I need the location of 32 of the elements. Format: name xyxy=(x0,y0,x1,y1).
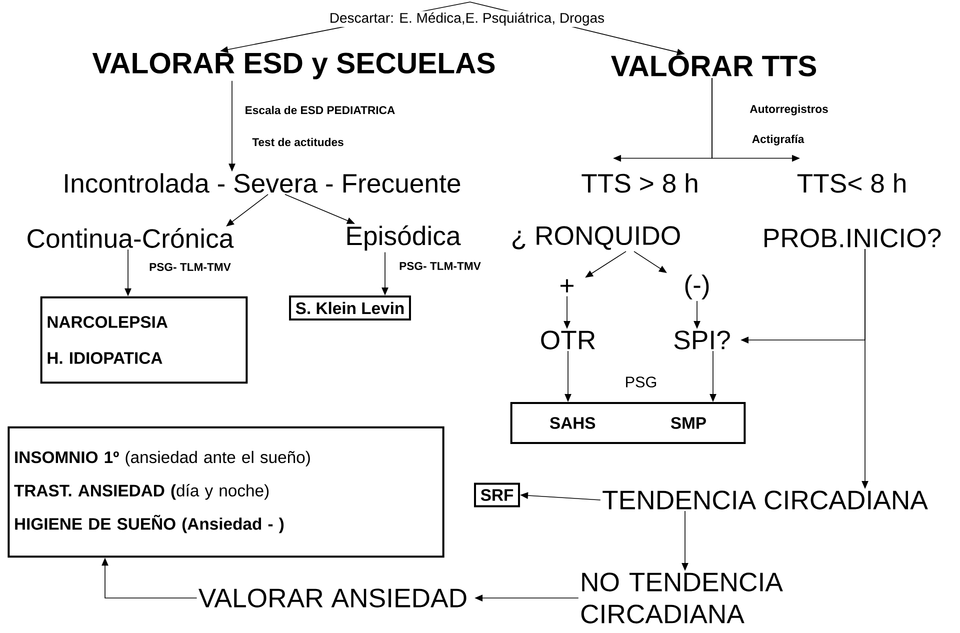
arrow xyxy=(634,251,667,273)
step-text: TTS< 8 h xyxy=(797,173,906,193)
step-text: (-) xyxy=(685,274,709,300)
result-box: NARCOLEPSIA H. IDIOPATICA xyxy=(40,296,248,384)
result-box: INSOMNIO 1º (ansiedad ante el sueño) TRAST. ANSIEDAD (día y noche) HIGIENE DE SUEÑO (Ansiedad - ) xyxy=(8,426,444,558)
arrow xyxy=(226,194,268,226)
edge-label: PSG- TLM-TMV xyxy=(148,262,232,272)
step-text: VALORAR ANSIEDAD xyxy=(198,588,466,608)
note-text: Escala de ESD PEDIATRICA xyxy=(244,104,396,116)
step-text: ¿ RONQUIDO xyxy=(512,226,680,250)
step-text: + xyxy=(560,279,574,292)
heading-text: VALORAR ESD y SECUELAS xyxy=(92,52,495,80)
note-text: Descartar: E. Médica,E. Psquiátrica, Drogas xyxy=(328,11,606,27)
arrow xyxy=(585,251,626,278)
result-box: SRF xyxy=(474,482,520,508)
edge-label: PSG- TLM-TMV xyxy=(398,260,482,272)
step-text: Episódica xyxy=(347,225,461,251)
step-text: TENDENCIA CIRCADIANA xyxy=(602,490,928,510)
step-text: PROB.INICIO? xyxy=(764,228,941,248)
heading-text: VALORAR TTS xyxy=(611,56,816,76)
step-text: TTS > 8 h xyxy=(582,173,698,193)
step-text: Continua-Crónica xyxy=(28,228,234,248)
step-text: Incontrolada - Severa - Frecuente xyxy=(65,173,460,193)
step-text: OTR xyxy=(541,330,595,350)
note-text: PSG xyxy=(623,375,659,389)
note-text: Autorregistros xyxy=(748,103,830,117)
note-text: Test de actitudes xyxy=(250,136,346,148)
note-text: Actigrafía xyxy=(750,133,806,147)
result-box: SAHS SMP xyxy=(510,402,746,444)
step-text: SPI? xyxy=(674,330,730,350)
step-text: NO TENDENCIA CIRCADIANA xyxy=(581,572,783,624)
result-box: S. Klein Levin xyxy=(289,296,411,320)
